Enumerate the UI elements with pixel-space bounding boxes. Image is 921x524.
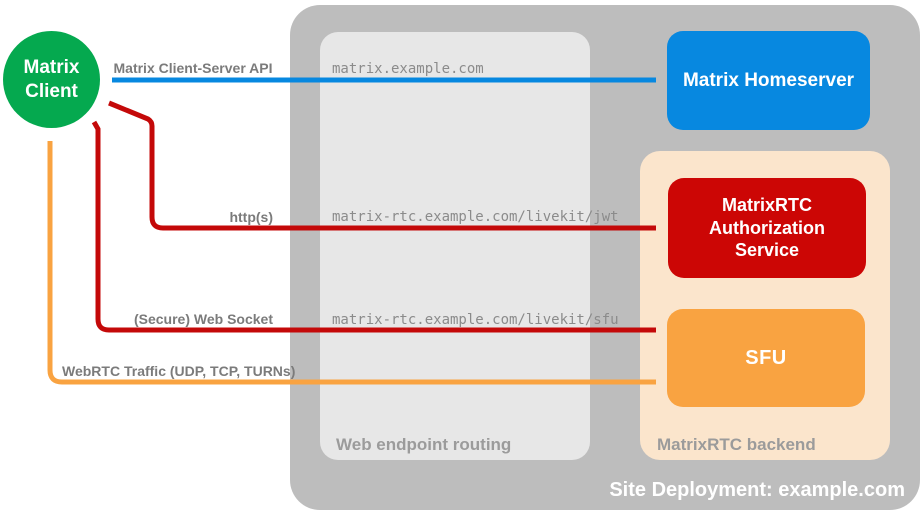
endpoint-matrix-example-com: matrix.example.com xyxy=(332,61,484,77)
https-arrow-label: http(s) xyxy=(229,209,273,225)
auth-service-line-2: Authorization xyxy=(709,217,825,238)
webrtc-traffic-arrow-label: WebRTC Traffic (UDP, TCP, TURNs) xyxy=(62,363,296,379)
web-endpoint-routing-box xyxy=(320,32,590,460)
auth-service-label: MatrixRTC Authorization Service xyxy=(709,194,825,262)
endpoint-livekit-sfu: matrix-rtc.example.com/livekit/sfu xyxy=(332,312,619,328)
web-socket-arrow-label: (Secure) Web Socket xyxy=(133,311,273,327)
client-line-2: Client xyxy=(25,80,78,102)
web-endpoint-routing-label: Web endpoint routing xyxy=(336,435,512,454)
client-server-api-arrow-label: Matrix Client-Server API xyxy=(113,60,273,76)
matrix-homeserver-label: Matrix Homeserver xyxy=(682,69,855,91)
site-deployment-label: Site Deployment: example.com xyxy=(609,479,905,501)
matrix-client-node: Matrix Client xyxy=(3,31,100,128)
auth-service-line-3: Service xyxy=(734,240,800,261)
matrixrtc-backend-label: MatrixRTC backend xyxy=(657,435,816,454)
endpoint-livekit-jwt: matrix-rtc.example.com/livekit/jwt xyxy=(332,209,619,225)
sfu-label: SFU xyxy=(745,346,787,369)
auth-service-line-1: MatrixRTC xyxy=(721,195,812,216)
matrixrtc-authorization-service-node: MatrixRTC Authorization Service xyxy=(668,178,866,278)
sfu-node: SFU xyxy=(667,309,865,407)
matrix-homeserver-node: Matrix Homeserver xyxy=(667,31,870,130)
client-line-1: Matrix xyxy=(23,56,80,78)
